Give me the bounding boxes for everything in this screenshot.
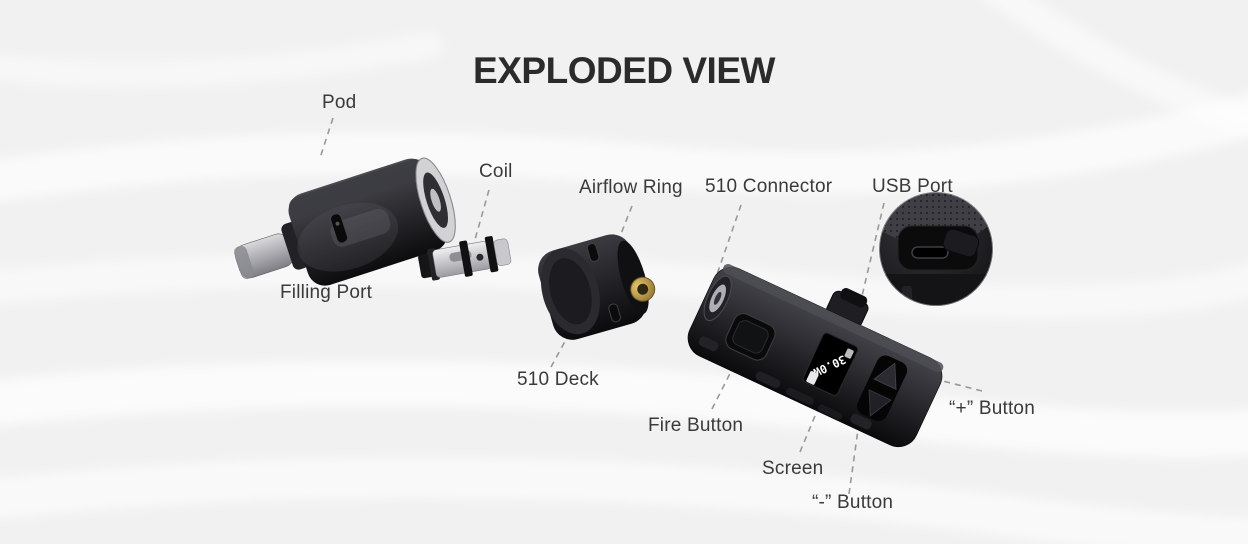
usb-cover-flap	[942, 228, 980, 258]
label-coil: Coil	[479, 161, 513, 182]
label-minus-button: “-” Button	[812, 492, 894, 513]
510-deck-illustration	[538, 234, 656, 340]
callout-line-510-deck	[550, 333, 570, 368]
label-usb-port: USB Port	[872, 176, 953, 197]
deck-airflow-slot	[586, 243, 600, 262]
label-filling-port: Filling Port	[280, 282, 373, 303]
callout-line-usb-port	[856, 202, 885, 318]
coil-illustration	[418, 236, 512, 281]
label-screen: Screen	[762, 458, 824, 479]
label-fire-button: Fire Button	[648, 415, 744, 436]
mod-plus-button	[873, 362, 897, 391]
callout-line-coil	[473, 189, 490, 244]
pod-illustration	[234, 157, 456, 286]
label-510-deck: 510 Deck	[517, 369, 599, 390]
mod-screen	[802, 332, 859, 396]
mod-minus-button	[868, 389, 892, 417]
label-510-connector: 510 Connector	[705, 176, 833, 197]
page-title: EXPLODED VIEW	[473, 50, 775, 91]
callout-line-airflow-ring	[612, 205, 633, 255]
mod-illustration: 30.0W	[687, 264, 944, 448]
pod-filling-port	[330, 213, 349, 244]
label-airflow-ring: Airflow Ring	[579, 177, 683, 198]
label-pod: Pod	[322, 92, 357, 113]
usb-c-port	[911, 246, 949, 259]
callout-line-minus-button	[848, 393, 864, 495]
label-plus-button: “+” Button	[949, 398, 1035, 419]
callout-line-pod	[319, 117, 334, 159]
